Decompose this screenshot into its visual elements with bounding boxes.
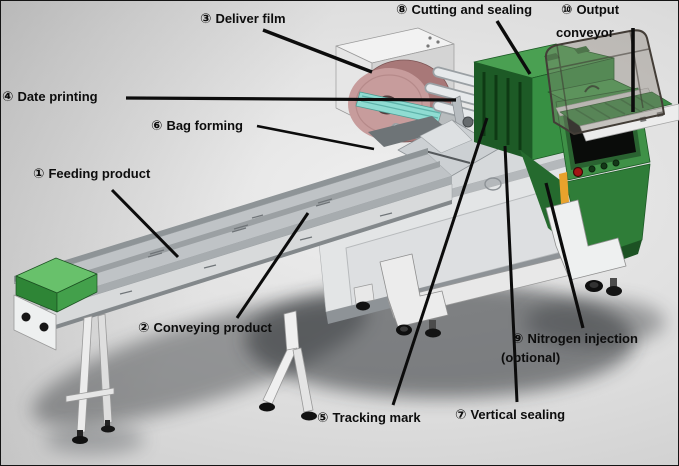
leader-bag-forming [256, 124, 375, 151]
label-number: ⑧ [396, 2, 408, 18]
console-button [600, 162, 608, 170]
console-button [588, 165, 596, 173]
leader-date-printing [125, 96, 457, 102]
label-text: conveyor [556, 25, 614, 40]
label-number: ④ [2, 89, 14, 105]
label-text: (optional) [501, 350, 561, 365]
label-number: ② [138, 320, 150, 336]
label-number: ⑨ [512, 331, 524, 347]
label-text: Feeding product [48, 166, 151, 181]
leader-conveying-product [235, 212, 310, 319]
leader-tracking-mark [391, 117, 489, 406]
output-conveyor [555, 87, 679, 142]
label-text: Cutting and sealing [411, 2, 533, 17]
label-number: ⑩ [561, 2, 573, 18]
label-text: Bag forming [166, 118, 243, 133]
label-text: Deliver film [215, 11, 286, 26]
label-text: Nitrogen injection [527, 331, 638, 346]
label-number: ⑦ [455, 407, 467, 423]
label-text: Date printing [17, 89, 98, 104]
leader-vertical-sealing [503, 145, 519, 403]
leader-feeding-product [110, 188, 180, 259]
emergency-stop-button [572, 166, 584, 178]
product-box [15, 257, 98, 313]
label-number: ⑥ [151, 118, 163, 134]
infeed-conveyor [13, 148, 453, 351]
leader-cutting-sealing [495, 20, 532, 75]
label-text: Output [576, 2, 620, 17]
floor-shadow [32, 282, 665, 454]
transparent-guard-cover [544, 29, 665, 135]
label-text: Tracking mark [332, 410, 421, 425]
leader-lines [110, 20, 635, 406]
label-number: ⑤ [317, 410, 329, 426]
label-text: Vertical sealing [470, 407, 566, 422]
label-number: ③ [200, 11, 212, 27]
label-output-conveyor-line2: conveyor [556, 25, 614, 40]
support-legs [65, 199, 627, 444]
label-number: ① [33, 166, 45, 182]
label-nitrogen-injection-optional: (optional) [501, 350, 560, 365]
leader-nitrogen-injection [544, 182, 585, 329]
console-button [612, 159, 620, 167]
label-text: Conveying product [153, 320, 272, 335]
leader-deliver-film [262, 28, 373, 74]
